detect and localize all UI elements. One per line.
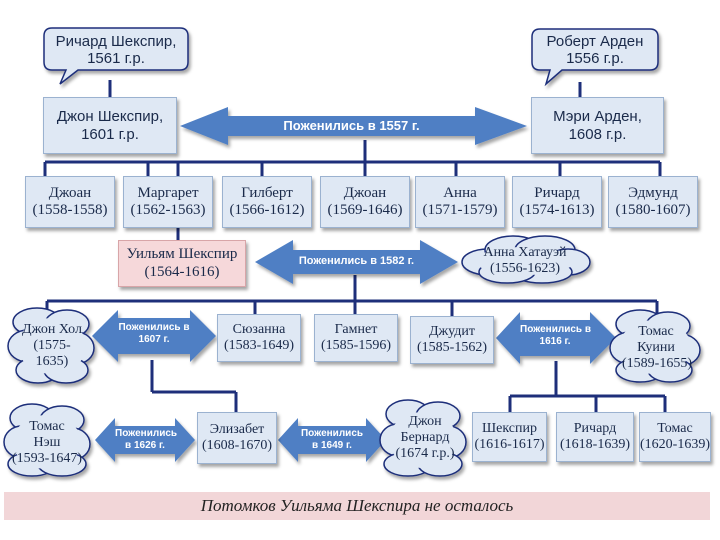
arrow-marriage-1616 — [496, 312, 616, 364]
cloud-thomas-nash — [3, 403, 91, 477]
label-marriage-1616: Поженились в 1616 г. — [520, 324, 592, 347]
grandchild-elizabeth: Элизабет(1608-1670) — [197, 412, 277, 464]
marriage-arrows — [92, 107, 616, 462]
label-marriage-1626: Поженились в 1626 г. — [115, 428, 178, 451]
footer-note: Потомков Уильяма Шекспира не осталось — [4, 492, 710, 520]
person-john-hall: Джон Хол (1575- 1635) — [22, 322, 82, 370]
child-susanna: Сюзанна(1583-1649) — [217, 314, 301, 362]
arrow-marriage-1626 — [95, 418, 195, 462]
person-thomas-quiney: Томас Куини (1589-1655) — [622, 324, 692, 372]
person-thomas-nash: Томас Нэш (1593-1647) — [12, 419, 82, 467]
sibling-joan-1: Джоан(1558-1558) — [25, 176, 115, 228]
arrow-marriage-1582 — [255, 240, 458, 284]
person-john-shakespeare: Джон Шекспир, 1601 г.р. — [43, 97, 177, 154]
person-mary-arden: Мэри Арден, 1608 г.р. — [531, 97, 664, 154]
label-marriage-1557: Поженились в 1557 г. — [283, 118, 420, 133]
cloud-thomas-quiney — [609, 309, 701, 383]
child-hamnet: Гамнет(1585-1596) — [314, 314, 398, 362]
arrow-marriage-1607 — [92, 310, 216, 362]
child-judith: Джудит(1585-1562) — [410, 316, 494, 364]
sibling-margaret: Маргарет(1562-1563) — [123, 176, 213, 228]
label-marriage-1582: Поженились в 1582 г. — [298, 255, 415, 267]
sibling-gilbert: Гилберт(1566-1612) — [222, 176, 312, 228]
cloud-john-bernard — [379, 399, 467, 477]
sibling-richard: Ричард(1574-1613) — [512, 176, 602, 228]
person-richard-shakespeare: Ричард Шекспир, 1561 г.р. — [55, 33, 177, 68]
grandparent-bubbles — [43, 27, 659, 87]
sibling-anne: Анна(1571-1579) — [415, 176, 505, 228]
grandchild-shakespeare-quiney: Шекспир(1616-1617) — [472, 412, 547, 462]
arrow-marriage-1649 — [278, 418, 386, 462]
person-john-bernard: Джон Бернард (1674 г.р.) — [395, 414, 455, 462]
spouse-clouds — [3, 235, 701, 477]
sibling-edmund: Эдмунд(1580-1607) — [608, 176, 698, 228]
bubble-robert-arden — [531, 28, 659, 87]
person-william-shakespeare: Уильям Шекспир (1564-1616) — [118, 240, 246, 287]
connector-lines — [43, 80, 667, 412]
cloud-john-hall — [7, 307, 95, 384]
bubble-richard-shakespeare — [43, 27, 189, 85]
sibling-joan-2: Джоан(1569-1646) — [320, 176, 410, 228]
label-marriage-1607: Поженились в 1607 г. — [118, 322, 190, 345]
grandchild-thomas-quiney: Томас(1620-1639) — [639, 412, 711, 462]
arrow-marriage-1557 — [180, 107, 527, 145]
cloud-anne-hathaway — [461, 235, 591, 284]
person-anne-hathaway: Анна Хатауэй (1556-1623) — [483, 245, 567, 277]
label-marriage-1649: Поженились в 1649 г. — [300, 428, 364, 451]
grandchild-richard-quiney: Ричард(1618-1639) — [556, 412, 634, 462]
person-robert-arden: Роберт Арден 1556 г.р. — [546, 33, 644, 68]
